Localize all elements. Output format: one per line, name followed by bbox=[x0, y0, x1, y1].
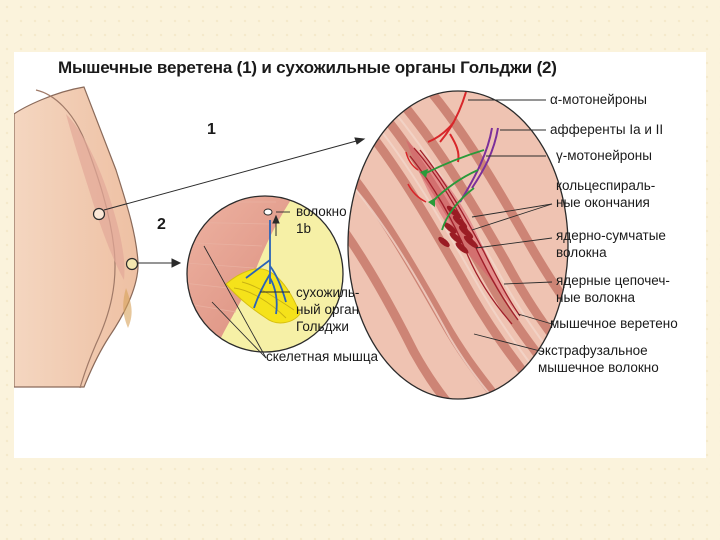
label-nuclear-bag-1: ядерно-сумчатые bbox=[556, 228, 666, 243]
shin-muscle bbox=[123, 288, 132, 328]
marker-2: 2 bbox=[157, 216, 166, 233]
marker-1: 1 bbox=[207, 121, 216, 138]
diagram-figure bbox=[14, 86, 569, 400]
figure-title: Мышечные веретена (1) и сухожильные орга… bbox=[58, 58, 557, 77]
thigh-muscle bbox=[66, 114, 125, 280]
label-golgi-3: Гольджи bbox=[296, 319, 349, 334]
annulospiral-endings bbox=[438, 205, 479, 254]
label-golgi-2: ный орган bbox=[296, 302, 360, 317]
leg-illustration bbox=[14, 86, 139, 389]
label-golgi-1: сухожиль- bbox=[296, 285, 360, 300]
label-afferents: афференты Ia и II bbox=[550, 122, 664, 137]
label-nuclear-bag-2: волокна bbox=[556, 245, 607, 260]
label-gamma-motoneurons: γ-мотонейроны bbox=[556, 148, 652, 163]
label-annulospiral-1: кольцеспираль- bbox=[556, 178, 656, 193]
label-alpha-motoneurons: α-мотонейроны bbox=[550, 92, 648, 107]
label-muscle-spindle: мышечное веретено bbox=[550, 316, 678, 331]
gamma-motoneuron-nerves bbox=[423, 149, 485, 231]
afferent-nerves bbox=[459, 127, 499, 203]
spindle-site-marker bbox=[92, 207, 106, 221]
golgi-site-marker bbox=[125, 257, 139, 271]
label-extrafusal-1: экстрафузальное bbox=[538, 343, 648, 358]
fiber-1b-nerve bbox=[245, 220, 287, 315]
label-fiber-1b-1: волокно bbox=[296, 204, 347, 219]
label-annulospiral-2: ные окончания bbox=[556, 195, 650, 210]
label-fiber-1b-2: 1b bbox=[296, 221, 312, 236]
label-nuclear-chain-1: ядерные цепочеч- bbox=[556, 273, 670, 288]
label-nuclear-chain-2: ные волокна bbox=[556, 290, 636, 305]
label-extrafusal-2: мышечное волокно bbox=[538, 360, 659, 375]
label-leaders bbox=[203, 99, 553, 359]
label-skeletal-muscle: скелетная мышца bbox=[266, 349, 379, 364]
leader-arrows bbox=[103, 137, 366, 268]
leg-shape bbox=[14, 86, 139, 388]
